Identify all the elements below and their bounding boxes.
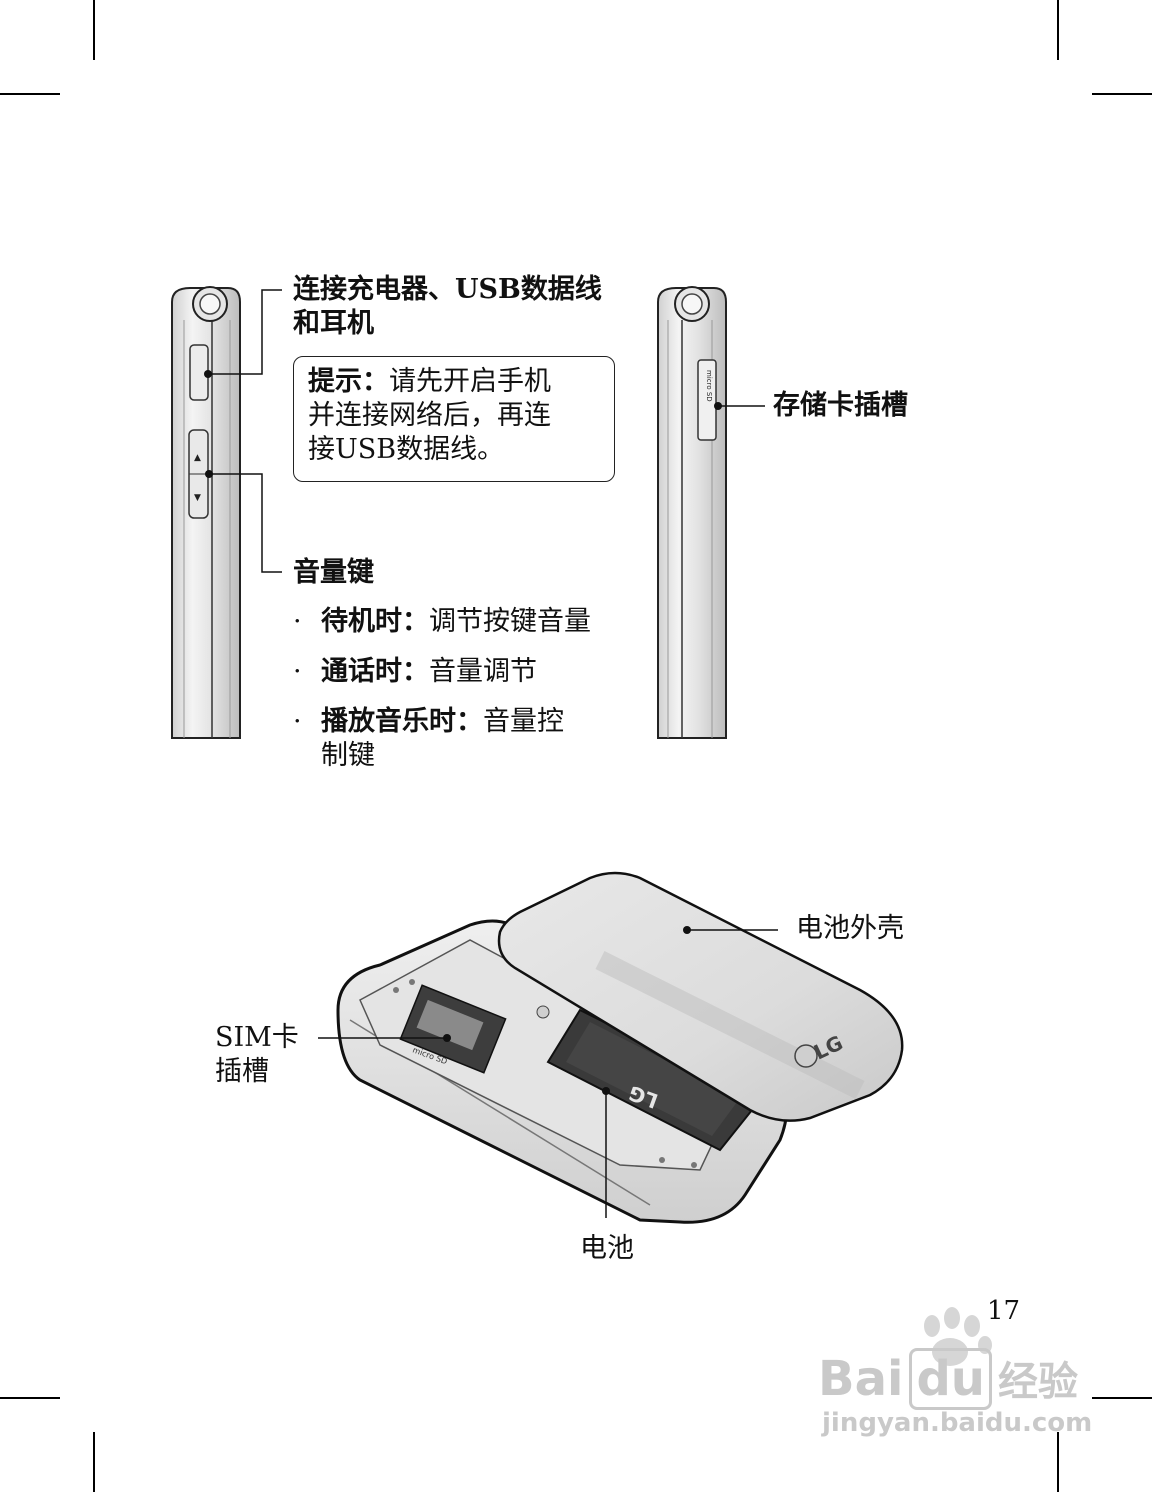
page-number: 17 [987, 1296, 1020, 1326]
svg-text:▼: ▼ [194, 493, 201, 503]
memory-card-slot-label: 存储卡插槽 [773, 389, 908, 423]
battery-label: 电池 [580, 1232, 634, 1266]
phone-right-side-view: micro SD [658, 287, 765, 738]
bullet-mark: · [293, 655, 321, 689]
bullet-mark: · [293, 605, 321, 639]
sim-slot-label-line1: SIM卡 [215, 1022, 299, 1053]
watermark-brand-b: du [909, 1348, 992, 1410]
watermark-brand-c: 经验 [998, 1359, 1078, 1405]
bullet-term: 通话时： [321, 656, 429, 687]
charger-port-label: 连接充电器、USB数据线 和耳机 [293, 273, 602, 341]
watermark-brand-a: Bai [818, 1351, 903, 1407]
battery-cover-label: 电池外壳 [796, 912, 904, 946]
bullet-term: 播放音乐时： [321, 706, 483, 737]
bullet-call: ·通话时：音量调节 [293, 655, 537, 689]
sim-slot-label: SIM卡 插槽 [215, 1021, 299, 1089]
bullet-text: 音量调节 [429, 656, 537, 687]
bullet-standby: ·待机时：调节按键音量 [293, 605, 591, 639]
micro-sd-mark-side: micro SD [705, 370, 713, 402]
tip-title: 提示： [308, 366, 389, 397]
bullet-text: 音量控 [483, 706, 564, 737]
bullet-music: ·播放音乐时：音量控 制键 [293, 705, 564, 773]
volume-key-label: 音量键 [293, 556, 374, 590]
bullet-continuation: 制键 [293, 739, 564, 773]
charger-port-label-line1: 连接充电器、USB数据线 [293, 274, 602, 305]
bullet-term: 待机时： [321, 606, 429, 637]
bullet-text: 调节按键音量 [429, 606, 591, 637]
bullet-mark: · [293, 705, 321, 739]
svg-text:▲: ▲ [194, 453, 201, 463]
phone-left-side-view: ▲ ▼ [172, 287, 282, 738]
watermark-url: jingyan.baidu.com [822, 1408, 1092, 1438]
charger-port-label-line2: 和耳机 [293, 308, 374, 339]
tip-box: 提示：请先开启手机 并连接网络后，再连 接USB数据线。 [293, 356, 615, 482]
sim-slot-label-line2: 插槽 [215, 1056, 269, 1087]
